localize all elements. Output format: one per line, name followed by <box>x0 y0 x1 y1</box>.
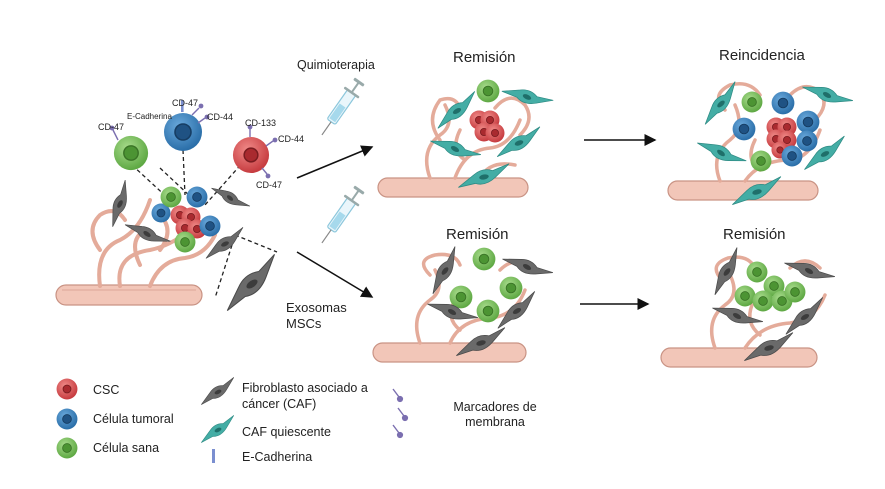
caf-enlarged <box>215 253 287 313</box>
legend <box>56 376 409 463</box>
arrow-exosomes <box>296 251 374 298</box>
legend-marker-icon <box>392 388 409 439</box>
exosomes-label-line1: Exosomas <box>286 300 347 315</box>
top-remission-tumor <box>377 78 554 198</box>
legend-ecad-icon <box>212 449 215 463</box>
syringe-exosomes-icon <box>313 183 368 249</box>
legend-healthy-label: Célula sana <box>93 441 160 455</box>
marker-cells <box>109 100 278 179</box>
legend-caf-label-line1: Fibroblasto asociado a <box>242 381 368 395</box>
process-arrows <box>296 134 657 310</box>
marker-cd133: CD-133 <box>245 118 277 128</box>
healthy-cell-large <box>109 125 149 171</box>
legend-csc-icon <box>56 378 78 400</box>
legend-caf-icon <box>196 376 240 406</box>
legend-tumor-label: Célula tumoral <box>93 412 174 426</box>
marker-cd44-tumor: CD-44 <box>207 112 234 122</box>
marker-cd47-healthy: CD-47 <box>98 122 125 132</box>
legend-qcaf-icon <box>196 414 240 444</box>
top-relapse-tumor <box>667 74 854 206</box>
legend-qcaf-label: CAF quiescente <box>242 425 331 439</box>
top-remission-title: Remisión <box>453 49 516 66</box>
marker-cd47-csc: CD-47 <box>256 180 283 190</box>
bottom-remission-title: Remisión <box>446 226 509 243</box>
marker-cd44-csc: CD-44 <box>278 134 305 144</box>
arrow-chemo <box>296 145 374 179</box>
tumor-cell-large <box>163 100 210 152</box>
legend-tumor-icon <box>56 408 78 430</box>
chemo-label: Quimioterapia <box>297 58 375 72</box>
legend-markers-label-line2: membrana <box>465 415 525 429</box>
bottom-remission-title-2: Remisión <box>723 226 786 243</box>
legend-caf-label-line2: cáncer (CAF) <box>242 397 317 411</box>
blood-vessel <box>55 284 203 306</box>
marker-ecadherin: E-Cadherina <box>127 112 172 121</box>
legend-csc-label: CSC <box>93 383 120 397</box>
marker-cd47-tumor: CD-47 <box>172 98 199 108</box>
legend-ecad-label: E-Cadherina <box>242 450 313 464</box>
legend-healthy-icon <box>56 437 78 459</box>
syringe-chemo-icon <box>313 75 368 141</box>
bottom-remission-tumor <box>372 246 554 363</box>
top-relapse-title: Reincidencia <box>719 47 805 64</box>
exosomes-label-line2: MSCs <box>286 316 322 331</box>
csc-cell-large <box>232 124 278 179</box>
initial-tumor <box>55 149 287 313</box>
legend-markers-label-line1: Marcadores de <box>453 400 537 414</box>
bottom-remission-tumor-2 <box>660 247 836 368</box>
